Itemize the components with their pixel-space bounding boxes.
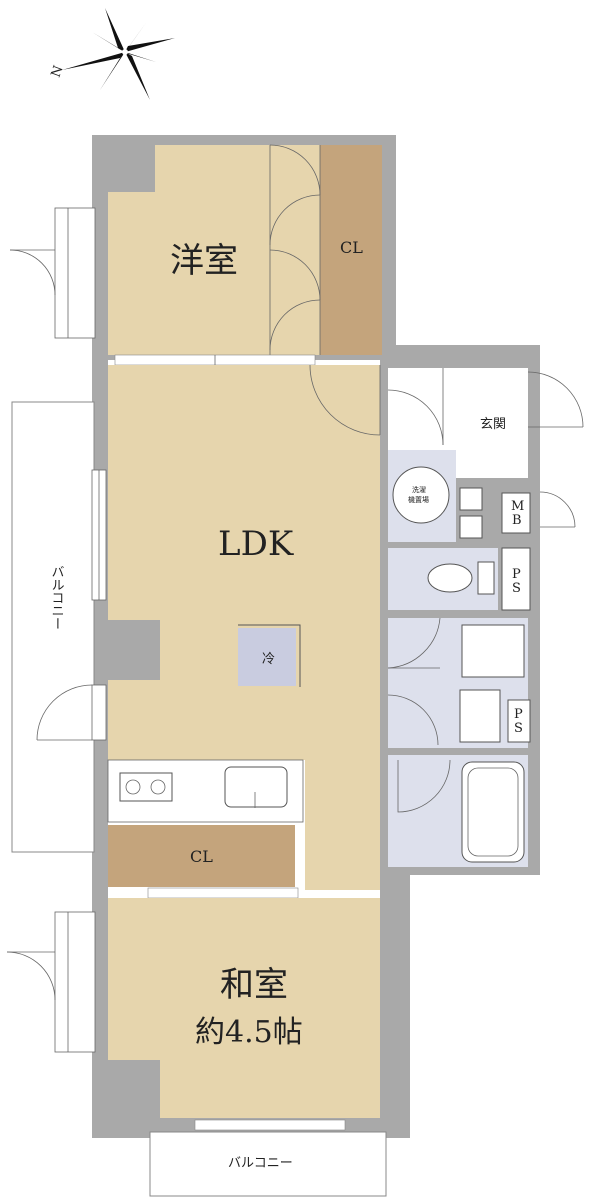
western-closet-label: CL bbox=[340, 238, 363, 257]
ps-lower-label-line1: P bbox=[514, 707, 523, 722]
kitchen-closet-label: CL bbox=[190, 847, 213, 866]
japanese-room-label-line1: 和室 bbox=[220, 965, 288, 1005]
kitchen-counter bbox=[107, 759, 304, 823]
south-balcony-label: バルコニー bbox=[228, 1156, 293, 1171]
window-lower-left bbox=[6, 911, 96, 1053]
toilet-room: P S bbox=[388, 547, 531, 611]
meter-box: M B bbox=[501, 491, 576, 534]
ldk-room: LDK bbox=[108, 364, 381, 890]
west-balcony-label: バルコニー bbox=[49, 565, 65, 630]
meter-box-label-line1: M bbox=[511, 499, 524, 514]
compass-north-label: N bbox=[49, 64, 67, 80]
compass-rose: N bbox=[49, 8, 175, 100]
washer-label-line1: 洗濯 bbox=[412, 485, 426, 494]
fridge-label: 冷 bbox=[262, 652, 275, 667]
south-balcony: バルコニー bbox=[149, 1119, 387, 1197]
ps-lower-label-line2: S bbox=[514, 721, 523, 736]
window-upper-left bbox=[9, 207, 96, 339]
sliding-door-western bbox=[114, 354, 316, 366]
kitchen-closet: CL bbox=[108, 825, 299, 899]
japanese-room-label-line2: 約4.5帖 bbox=[195, 1015, 303, 1050]
meter-box-label-line2: B bbox=[512, 513, 522, 528]
washroom: P S bbox=[387, 617, 531, 748]
ldk-label: LDK bbox=[218, 524, 294, 564]
western-room-label: 洋室 bbox=[170, 241, 238, 281]
washer-label-line2: 機置場 bbox=[408, 495, 429, 504]
fridge-space: 冷 bbox=[238, 624, 301, 687]
entrance-label: 玄関 bbox=[480, 417, 506, 432]
west-balcony: バルコニー bbox=[11, 401, 107, 853]
washer-area: 洗濯 機置場 bbox=[388, 450, 483, 542]
western-room: 洋室 CL bbox=[108, 144, 382, 355]
bathroom bbox=[388, 755, 528, 867]
ps-upper-label-line2: S bbox=[512, 581, 521, 596]
ps-upper-label-line1: P bbox=[512, 567, 521, 582]
japanese-room: 和室 約4.5帖 bbox=[108, 898, 380, 1118]
